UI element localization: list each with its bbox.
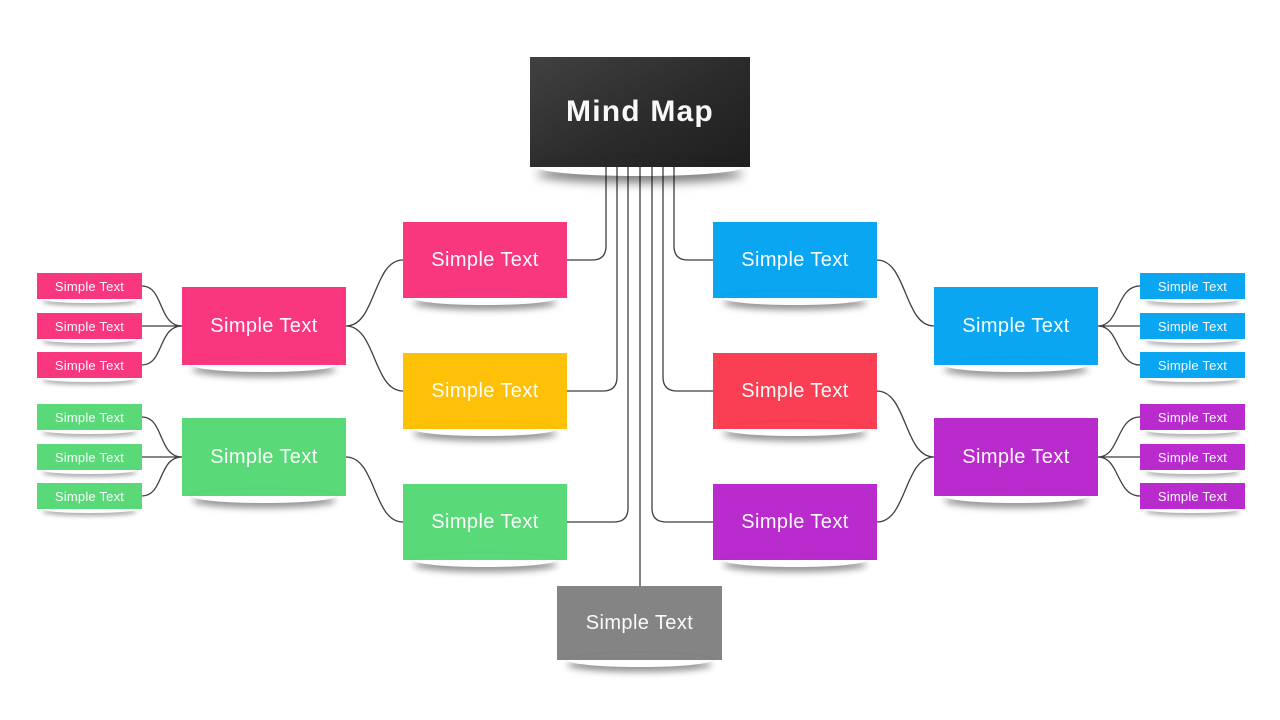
left-hub-top-node: Simple Text <box>182 287 346 365</box>
right-hub-top-node: Simple Text <box>934 287 1098 365</box>
right-leaf-purple-1: Simple Text <box>1140 404 1245 430</box>
right-leaf-blue-1: Simple Text <box>1140 273 1245 299</box>
right-branch-bottom-node: Simple Text <box>713 484 877 560</box>
left-leaf-pink-3: Simple Text <box>37 352 142 378</box>
right-leaf-blue-2: Simple Text <box>1140 313 1245 339</box>
bottom-node: Simple Text <box>557 586 722 660</box>
left-branch-bottom-node: Simple Text <box>403 484 567 560</box>
root-node: Mind Map <box>530 57 750 167</box>
left-leaf-pink-2: Simple Text <box>37 313 142 339</box>
right-leaf-purple-2: Simple Text <box>1140 444 1245 470</box>
right-branch-middle-node: Simple Text <box>713 353 877 429</box>
right-hub-bottom-node: Simple Text <box>934 418 1098 496</box>
left-leaf-pink-1: Simple Text <box>37 273 142 299</box>
left-branch-top-node: Simple Text <box>403 222 567 298</box>
left-leaf-green-2: Simple Text <box>37 444 142 470</box>
left-leaf-green-3: Simple Text <box>37 483 142 509</box>
left-leaf-green-1: Simple Text <box>37 404 142 430</box>
left-branch-middle-node: Simple Text <box>403 353 567 429</box>
left-hub-bottom-node: Simple Text <box>182 418 346 496</box>
connector-paths <box>141 167 1141 586</box>
right-branch-top-node: Simple Text <box>713 222 877 298</box>
right-leaf-blue-3: Simple Text <box>1140 352 1245 378</box>
right-leaf-purple-3: Simple Text <box>1140 483 1245 509</box>
